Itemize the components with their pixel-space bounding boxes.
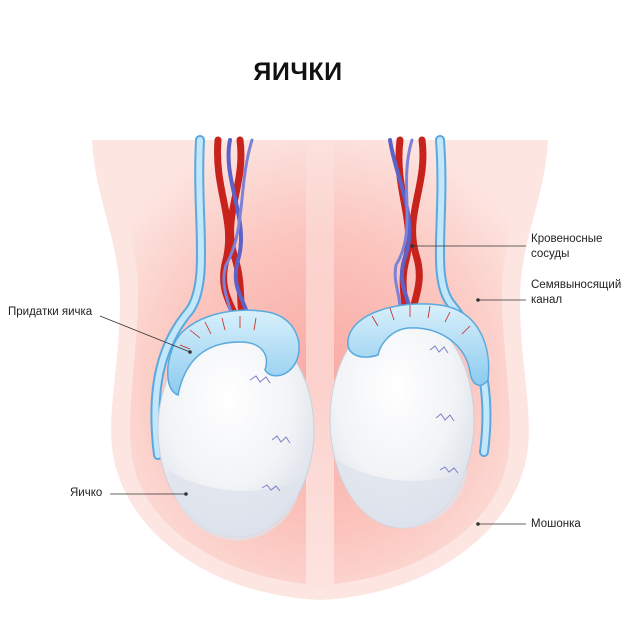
- right-vas-deferens: [434, 135, 492, 457]
- left-vas-deferens: [150, 135, 207, 460]
- right-testis: [329, 311, 475, 529]
- label-blood-vessels-line1: Кровеносные: [531, 233, 603, 245]
- label-vas-deferens: Семявыносящий канал: [531, 278, 621, 308]
- leader-lines: [99, 244, 526, 526]
- right-epididymis: [347, 303, 490, 387]
- label-blood-vessels-line2: сосуды: [531, 248, 570, 260]
- label-epididymis: Придатки яичка: [8, 306, 93, 318]
- label-blood-vessels: Кровеносные сосуды: [531, 232, 602, 262]
- left-testis: [157, 322, 315, 541]
- label-vas-deferens-line2: канал: [531, 294, 563, 306]
- diagram-title: ЯИЧКИ: [253, 58, 343, 86]
- label-testicle: Яичко: [70, 487, 103, 499]
- label-scrotum: Мошонка: [531, 518, 581, 530]
- right-vessels: [388, 136, 427, 324]
- left-epididymis: [167, 309, 300, 397]
- left-vessels: [214, 136, 254, 324]
- label-vas-deferens-line1: Семявыносящий: [531, 279, 622, 291]
